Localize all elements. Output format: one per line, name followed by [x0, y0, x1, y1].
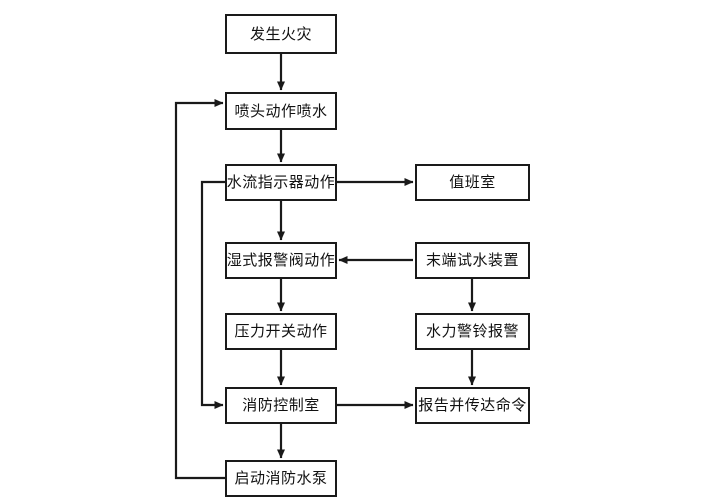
node-end-test-device-label: 末端试水装置: [425, 251, 519, 270]
node-wet-alarm-valve-label: 湿式报警阀动作: [226, 251, 336, 270]
node-report-and-command[interactable]: 报告并传达命令: [415, 387, 530, 424]
node-end-test-device[interactable]: 末端试水装置: [415, 242, 530, 279]
node-fire-control-room[interactable]: 消防控制室: [225, 387, 337, 424]
node-fire-control-room-label: 消防控制室: [242, 396, 320, 415]
node-water-flow-indicator-label: 水流指示器动作: [226, 173, 336, 192]
node-report-and-command-label: 报告并传达命令: [418, 396, 527, 415]
node-sprinkler-spray-label: 喷头动作喷水: [234, 101, 328, 120]
node-duty-room[interactable]: 值班室: [415, 164, 530, 201]
node-sprinkler-spray[interactable]: 喷头动作喷水: [225, 92, 337, 130]
node-fire-label: 发生火灾: [249, 24, 312, 43]
node-water-motor-bell-label: 水力警铃报警: [425, 322, 519, 341]
node-start-fire-pump-label: 启动消防水泵: [234, 469, 328, 488]
edge-flow-indicator-to-control-room-loop: [200, 180, 225, 409]
node-duty-room-label: 值班室: [449, 173, 496, 192]
node-fire[interactable]: 发生火灾: [225, 14, 337, 54]
node-water-motor-bell[interactable]: 水力警铃报警: [415, 313, 530, 350]
node-wet-alarm-valve[interactable]: 湿式报警阀动作: [225, 242, 337, 279]
node-water-flow-indicator[interactable]: 水流指示器动作: [225, 164, 337, 201]
node-start-fire-pump[interactable]: 启动消防水泵: [225, 460, 337, 497]
node-pressure-switch[interactable]: 压力开关动作: [225, 313, 337, 350]
edge-start-pump-to-sprinkler-loop: [174, 99, 225, 480]
node-pressure-switch-label: 压力开关动作: [234, 322, 328, 341]
